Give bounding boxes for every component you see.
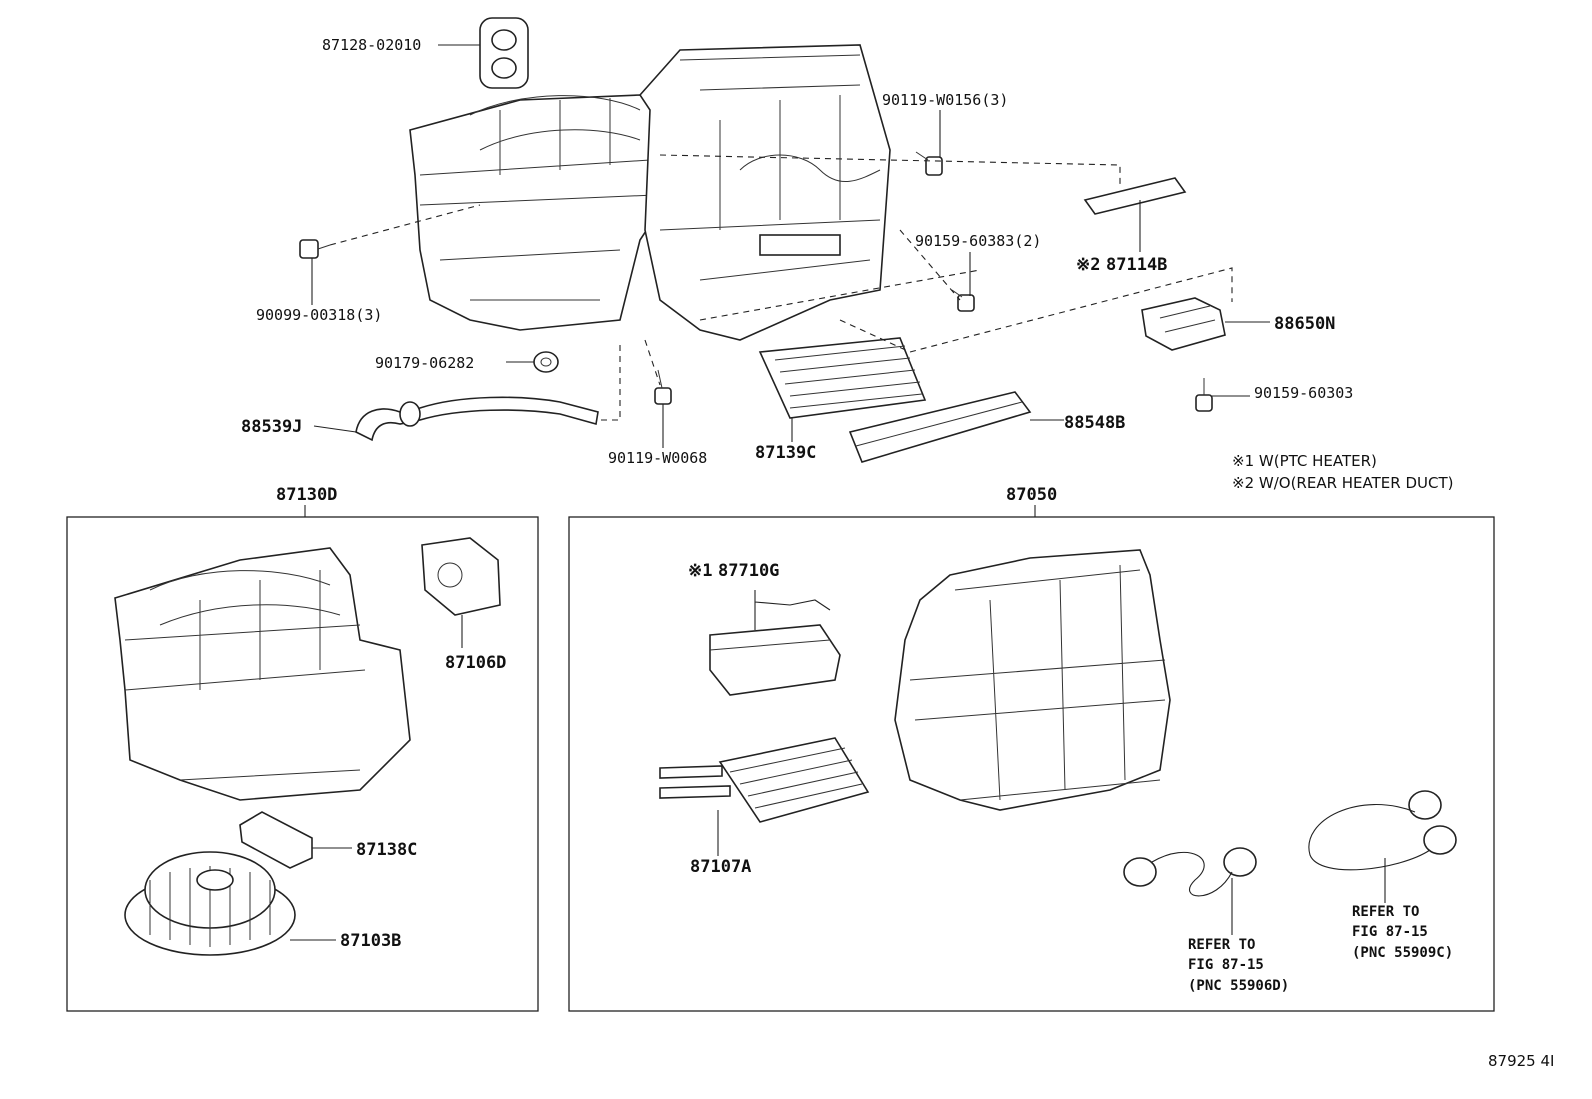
label-87710g: 87710G (718, 561, 779, 581)
actuator-87106d-icon (421, 537, 501, 616)
label-87128-02010: 87128-02010 (322, 36, 421, 54)
label-87106d: 87106D (445, 653, 506, 673)
label-88548b: 88548B (1064, 413, 1125, 433)
label-88539j: 88539J (241, 417, 302, 437)
module-88650n-icon (1141, 297, 1226, 351)
mark-87710g: ※1 (688, 561, 712, 581)
label-90159-60383: 90159-60383(2) (915, 232, 1041, 250)
label-88650n: 88650N (1274, 314, 1335, 334)
temp-sensor-55906d-icon (1123, 847, 1257, 897)
clip-90179-06282-icon (533, 351, 559, 373)
assembly-label-87050: 87050 (1006, 485, 1057, 505)
resistor-87138c-icon (239, 811, 313, 869)
heater-case-drawing (894, 549, 1171, 811)
screw-90119-w0068-icon (654, 369, 672, 405)
ref-a-line1: REFER TO (1188, 937, 1255, 953)
label-87138c: 87138C (356, 840, 417, 860)
screw-90159-60303-icon (1195, 378, 1213, 412)
heater-core-87107a-icon (659, 737, 870, 823)
label-87103b: 87103B (340, 931, 401, 951)
assembly-87130d-frame (66, 516, 539, 1012)
label-87139c: 87139C (755, 443, 816, 463)
assembly-87050-frame (568, 516, 1495, 1012)
label-87107a: 87107A (690, 857, 751, 877)
ref-b-line1: REFER TO (1352, 904, 1419, 920)
screw-90159-60383-icon (951, 289, 975, 312)
grommet-87128-icon (479, 17, 529, 89)
screw-90119-w0156-icon (915, 151, 943, 176)
label-90159-60303: 90159-60303 (1254, 384, 1353, 402)
label-90099-00318: 90099-00318(3) (256, 306, 382, 324)
assembly-label-87130d: 87130D (276, 485, 337, 505)
blower-case-drawing (114, 547, 411, 801)
ref-b-line3: (PNC 55909C) (1352, 945, 1453, 961)
hvac-unit-assembly-drawing (409, 44, 891, 341)
blower-motor-87103b-icon (124, 851, 296, 956)
mark-87114b: ※2 (1076, 255, 1100, 275)
ref-a-line3: (PNC 55906D) (1188, 978, 1289, 994)
drain-hose-88539j-icon (355, 396, 599, 442)
screw-90099-00318-icon (299, 239, 331, 259)
note-rear-heater-duct: ※2 W/O(REAR HEATER DUCT) (1232, 474, 1453, 492)
duct-seal-87114b-icon (1083, 177, 1187, 215)
air-filter-87139c-icon (758, 337, 927, 419)
ptc-heater-87710g-icon (709, 590, 841, 696)
label-87114b: 87114B (1106, 255, 1167, 275)
note-ptc-heater: ※1 W(PTC HEATER) (1232, 452, 1377, 470)
diagram-code: 87925 4I (1488, 1052, 1554, 1070)
filter-cover-88548b-icon (848, 391, 1032, 463)
temp-sensor-55909c-icon (1308, 790, 1457, 871)
label-90119-w0068: 90119-W0068 (608, 449, 707, 467)
dashed-guide-lines (329, 154, 1233, 421)
ref-b-line2: FIG 87-15 (1352, 924, 1428, 940)
label-90179-06282: 90179-06282 (375, 354, 474, 372)
ref-a-line2: FIG 87-15 (1188, 957, 1264, 973)
label-90119-w0156: 90119-W0156(3) (882, 91, 1008, 109)
